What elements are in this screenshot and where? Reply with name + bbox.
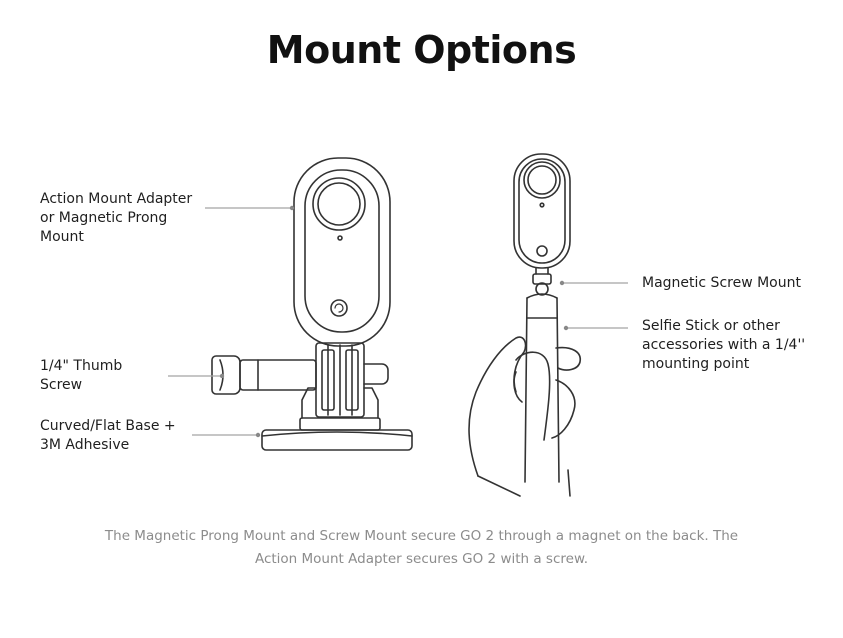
leader-lines (168, 205, 628, 438)
action-mount-illustration (211, 157, 413, 451)
label-action-mount-line1: Action Mount Adapter (40, 191, 193, 207)
caption-line-2: Action Mount Adapter secures GO 2 with a… (254, 551, 589, 567)
small-camera-lens-icon (523, 161, 561, 199)
camera-lens-icon (312, 177, 366, 231)
label-thumb-screw-line2: Screw (40, 377, 83, 393)
label-action-mount: Action Mount Adapter or Magnetic Prong M… (40, 190, 192, 247)
label-action-mount-line2: or Magnetic Prong (40, 210, 168, 226)
small-shutter-icon (536, 245, 548, 257)
curved-flat-base (261, 429, 413, 451)
thumb-screw-shaft (239, 359, 317, 391)
selfie-stick-illustration (468, 153, 581, 497)
adapter-frame (293, 157, 391, 347)
magnetic-screw-mount (535, 267, 549, 275)
label-selfie-stick: Selfie Stick or other accessories with a… (642, 317, 805, 374)
label-thumb-screw: 1/4" Thumb Screw (40, 357, 122, 395)
small-camera-body (513, 153, 571, 269)
label-thumb-screw-line1: 1/4" Thumb (40, 358, 123, 374)
page-title: Mount Options (266, 28, 577, 72)
hand-outline (468, 336, 527, 477)
camera-body (304, 169, 380, 333)
label-base-line1: Curved/Flat Base + (40, 418, 176, 434)
label-base-line2: 3M Adhesive (40, 437, 130, 453)
thumb-screw-knob (211, 355, 241, 395)
shutter-button-icon (330, 299, 348, 317)
label-selfie-stick-line2: accessories with a 1/4'' (642, 337, 806, 353)
base-riser (301, 387, 379, 419)
label-selfie-stick-line1: Selfie Stick or other (642, 318, 780, 334)
selfie-stick (524, 297, 560, 483)
caption-line-1: The Magnetic Prong Mount and Screw Mount… (104, 528, 739, 544)
label-magnetic-screw-line1: Magnetic Screw Mount (642, 275, 801, 291)
label-magnetic-screw: Magnetic Screw Mount (642, 274, 801, 293)
label-base: Curved/Flat Base + 3M Adhesive (40, 417, 176, 455)
label-action-mount-line3: Mount (40, 229, 84, 245)
label-selfie-stick-line3: mounting point (642, 356, 750, 372)
